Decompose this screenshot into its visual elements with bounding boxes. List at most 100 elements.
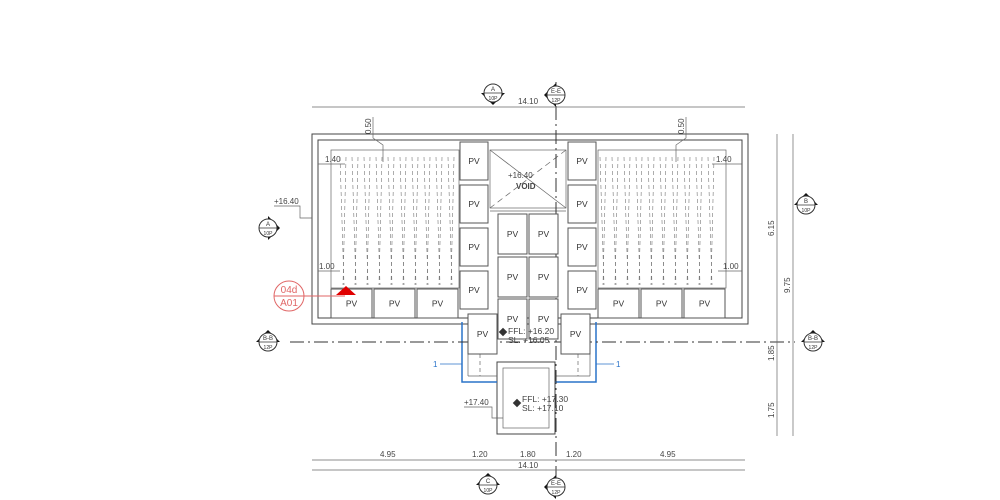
marker-section: E-E [551,481,561,487]
pv-panel: PV [528,213,559,255]
dim-right-3: 1.75 [767,402,776,418]
pv-label: PV [613,299,625,309]
pv-panel: PV [567,184,597,224]
pv-label: PV [538,272,550,282]
roof-hatch-pattern [339,156,715,286]
level-sl-2: SL: +17.10 [522,403,564,413]
pv-panel: PV [640,288,683,319]
callout-detail-number: 04d [281,285,298,296]
pv-panel: PV [459,270,489,310]
pv-panel: PV [373,288,416,319]
section-marker-bottom-e[interactable]: E-E 12P [544,475,566,499]
pv-label: PV [468,199,480,209]
level-roof-left: +16.40 [274,197,299,206]
level-entry: +17.40 [464,398,489,407]
level-ffl-2: FFL: +17.30 [522,394,568,404]
section-marker-top-e[interactable]: E-E 12P [544,83,566,107]
pv-label: PV [656,299,668,309]
entrance-annex [467,354,591,435]
marker-sheet: 10P [802,208,812,214]
section-marker-bottom-c[interactable]: C 10P [476,473,500,495]
marker-section: A [491,87,495,93]
marker-section: E-E [551,89,561,95]
marker-sheet: 12P [809,345,819,351]
detail-callout: 04d A01 [273,280,356,312]
pv-panel: PV [459,227,489,267]
pv-label: PV [432,299,444,309]
pv-panel: PV [597,288,640,319]
level-sl-1: SL: +16.05 [508,335,550,345]
pv-label: PV [576,199,588,209]
level-ffl-1: FFL: +16.20 [508,326,554,336]
pv-label: PV [538,229,550,239]
grid-label-right: 1 [616,360,621,369]
pv-label: PV [507,272,519,282]
grid-label-left: 1 [433,360,438,369]
dim-right-1: 6.15 [767,220,776,236]
marker-section: B-B [808,336,818,342]
marker-sheet: 12P [264,345,274,351]
dim-left-top: 0.50 [364,118,373,134]
void-label: VOID [516,182,536,191]
dimensions: 14.10 4.95 1.20 1.80 1.20 4.95 14.10 6.1… [312,97,794,471]
dim-bottom-2: 1.20 [472,450,488,459]
pv-panel: PV [560,313,591,355]
pv-label: PV [570,329,582,339]
pv-panel: PV [567,141,597,181]
marker-section: B-B [263,336,273,342]
dim-bottom-1: 4.95 [380,450,396,459]
section-marker-right-b[interactable]: B 10P [794,193,818,215]
pv-panel: PV [416,288,459,319]
dim-right-2: 1.85 [767,345,776,361]
pv-label: PV [576,242,588,252]
pv-label: PV [468,242,480,252]
dim-bottom-5: 4.95 [660,450,676,459]
marker-sheet: 10P [264,231,274,237]
dim-top-overall: 14.10 [518,97,539,106]
marker-section: A [266,222,270,228]
pv-label: PV [507,229,519,239]
pv-label: PV [699,299,711,309]
pv-label: PV [389,299,401,309]
pv-label: PV [538,314,550,324]
pv-label: PV [468,285,480,295]
pv-panel: PV [497,213,528,255]
dim-bottom-3: 1.80 [520,450,536,459]
pv-panel: PV [528,298,559,340]
section-marker-left-a[interactable]: A 10P [258,216,280,240]
pv-panel: PV [459,141,489,181]
void-level: +16.40 [508,171,533,180]
pv-panel: PV [467,313,498,355]
pv-panel: PV [683,288,726,319]
dim-left-offset: 1.40 [325,155,341,164]
pv-label: PV [477,329,489,339]
section-marker-right-bb[interactable]: B-B 12P [801,330,825,352]
marker-sheet: 10P [484,488,494,494]
pv-panel: PV [459,184,489,224]
pv-label: PV [468,156,480,166]
level-markers: +16.40 FFL: +16.20 SL: +16.05 +17.40 FFL… [274,197,568,419]
pv-label: PV [507,314,519,324]
section-markers: A 10P E-E 12P A 10P B 10P B-B 12P B-B 12P C 10P E-E 12P [256,83,825,499]
dim-bottom-overall: 14.10 [518,461,539,470]
pv-label: PV [576,156,588,166]
dim-right-overall: 9.75 [783,277,792,293]
section-marker-left-bb[interactable]: B-B 12P [256,330,280,352]
pv-label: PV [576,285,588,295]
pv-label: PV [346,299,358,309]
marker-sheet: 10P [489,96,499,102]
marker-sheet: 12P [552,490,562,496]
marker-section: B [804,199,808,205]
dim-right-offset: 1.40 [716,155,732,164]
dim-left-lower: 1.00 [319,262,335,271]
pv-panel: PV [567,270,597,310]
dim-bottom-4: 1.20 [566,450,582,459]
marker-sheet: 12P [552,98,562,104]
section-marker-top-a[interactable]: A 10P [481,83,505,105]
pv-panel: PV [497,256,528,298]
pv-panel: PV [567,227,597,267]
marker-section: C [486,479,491,485]
callout-sheet: A01 [280,298,298,309]
dim-right-lower: 1.00 [723,262,739,271]
